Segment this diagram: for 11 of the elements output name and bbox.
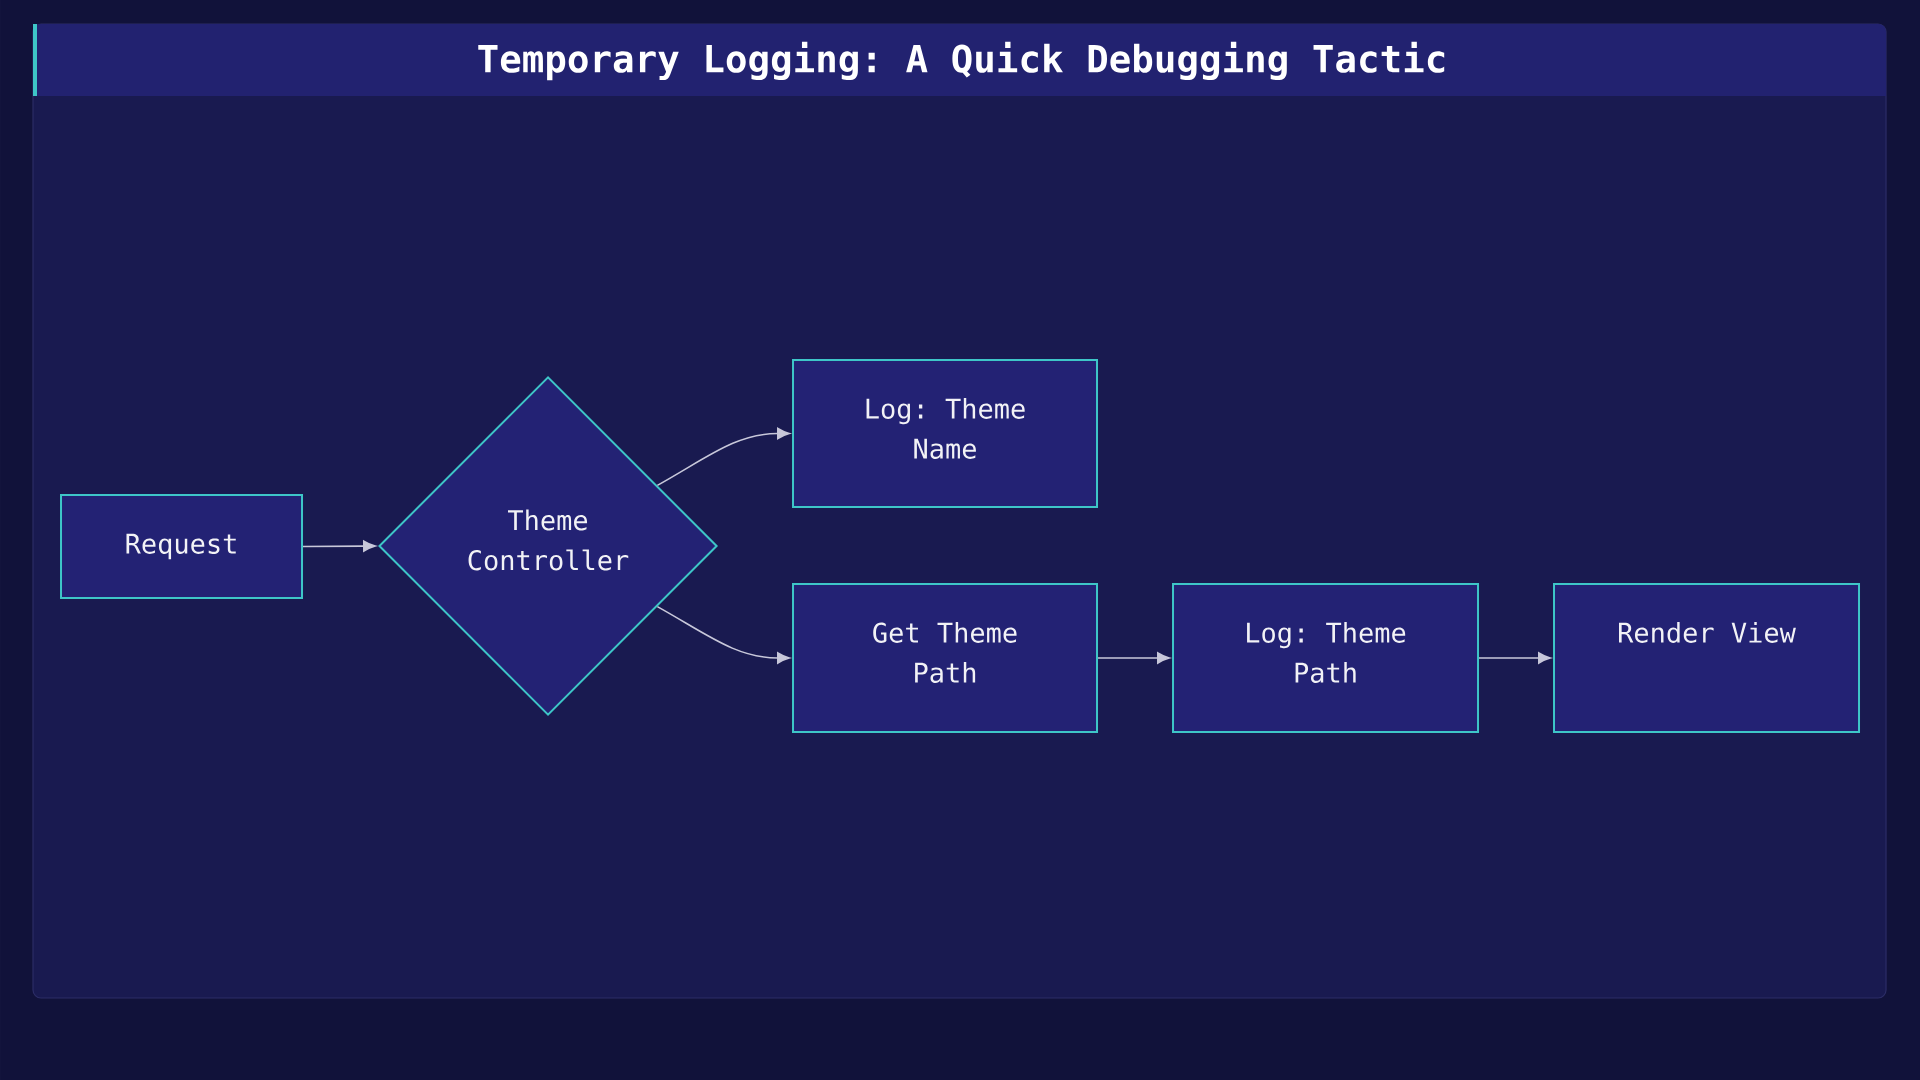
title-bar: Temporary Logging: A Quick Debugging Tactic [33,24,1886,96]
process-box: Log: Theme Name [792,359,1098,508]
process-box: Render View [1553,583,1860,733]
arrow [1478,652,1551,664]
arrow [656,605,790,664]
process-box: Get Theme Path [792,583,1098,733]
arrow [302,540,376,552]
arrow [1097,652,1170,664]
process-box: Log: Theme Path [1172,583,1479,733]
process-box: Request [60,494,303,599]
arrow [656,427,790,487]
